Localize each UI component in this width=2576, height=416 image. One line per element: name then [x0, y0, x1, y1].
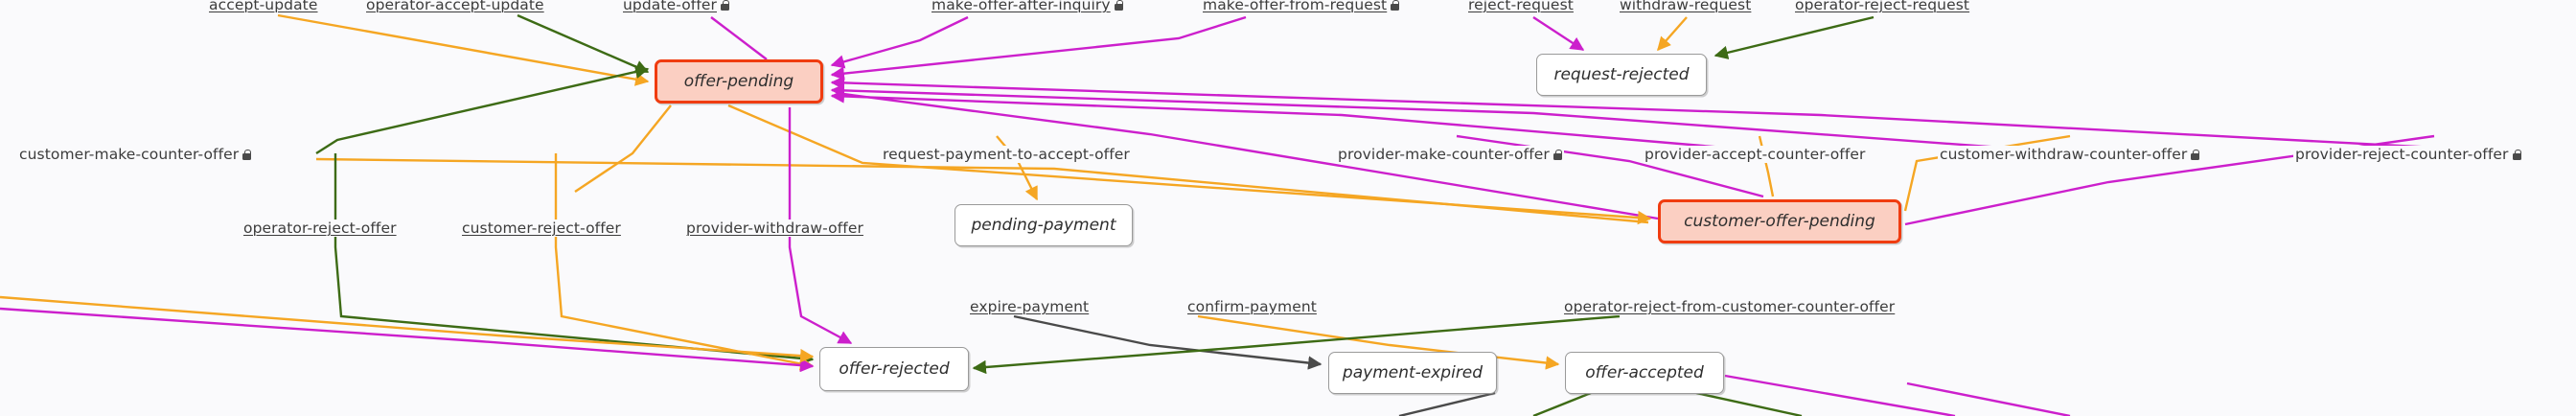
edge-label-make-offer-from-request[interactable]: make-offer-from-request	[1201, 0, 1402, 13]
lock-icon	[1391, 0, 1400, 11]
state-label: request-rejected	[1553, 65, 1690, 84]
state-node-pending-payment[interactable]: pending-payment	[954, 204, 1133, 246]
edge-provider-make-counter-offer	[1456, 134, 1764, 198]
edge-customer-make-counter-offer	[315, 64, 650, 155]
lock-icon	[2191, 150, 2200, 160]
state-label: payment-expired	[1342, 363, 1484, 382]
lock-icon	[2512, 150, 2521, 160]
edge-reject-request	[1532, 15, 1585, 52]
edge-offer-accepted-out-green2	[1532, 391, 1592, 416]
edge-operator-reject-from-customer-counter-offer	[972, 314, 1621, 375]
state-node-offer-accepted[interactable]: offer-accepted	[1565, 352, 1724, 394]
state-node-offer-pending[interactable]: offer-pending	[655, 59, 823, 104]
edge-withdraw-request	[1657, 16, 1688, 52]
state-node-request-rejected[interactable]: request-rejected	[1536, 54, 1707, 96]
lock-icon	[721, 0, 729, 11]
edge-far-left-orange	[0, 295, 815, 363]
edge-customer-reject-offer	[554, 153, 815, 371]
edge-operator-reject-offer	[334, 153, 815, 365]
edge-label-confirm-payment[interactable]: confirm-payment	[1185, 298, 1319, 315]
edge-label-reject-request[interactable]: reject-request	[1466, 0, 1576, 13]
edge-customer-withdraw-counter-offer	[1903, 134, 2071, 212]
edge-label-provider-reject-counter-offer[interactable]: provider-reject-counter-offer	[2293, 146, 2523, 163]
edge-counter-offer-return-3	[830, 89, 1793, 155]
edge-expire-payment	[1013, 314, 1322, 370]
state-label: pending-payment	[971, 216, 1116, 235]
edge-label-expire-payment[interactable]: expire-payment	[968, 298, 1092, 315]
edge-make-offer-after-inquiry	[830, 15, 969, 69]
state-node-offer-rejected[interactable]: offer-rejected	[819, 347, 969, 391]
edge-label-customer-withdraw-counter-offer[interactable]: customer-withdraw-counter-offer	[1938, 146, 2202, 163]
state-node-payment-expired[interactable]: payment-expired	[1328, 352, 1497, 394]
edge-provider-withdraw-offer	[788, 107, 853, 345]
edge-make-offer-from-request	[830, 15, 1247, 81]
edge-operator-accept-update	[517, 13, 650, 74]
lock-icon	[1114, 0, 1123, 11]
edge-counter-offer-return-1	[830, 76, 2454, 150]
edge-label-make-offer-after-inquiry[interactable]: make-offer-after-inquiry	[930, 0, 1125, 13]
lock-icon	[1552, 150, 1562, 160]
edge-label-accept-update[interactable]: accept-update	[207, 0, 320, 13]
edge-payment-expired-out-gray	[1398, 391, 1496, 416]
state-label: offer-rejected	[839, 359, 950, 379]
edge-offer-accepted-out-magenta	[1724, 374, 1956, 416]
edge-counter-offer-return-2	[830, 83, 2081, 155]
edge-label-operator-accept-update[interactable]: operator-accept-update	[364, 0, 546, 13]
edge-label-provider-withdraw-offer[interactable]: provider-withdraw-offer	[684, 220, 865, 237]
edge-offer-accepted-out-green	[1695, 391, 1803, 416]
edge-label-request-payment-to-accept-offer[interactable]: request-payment-to-accept-offer	[881, 146, 1132, 163]
state-label: customer-offer-pending	[1684, 212, 1875, 231]
edge-label-provider-make-counter-offer[interactable]: provider-make-counter-offer	[1336, 146, 1564, 163]
edge-to-customer-offer-pending	[727, 104, 1652, 225]
state-label: offer-accepted	[1585, 363, 1704, 382]
edge-offer-pending-down-magenta	[1906, 381, 2071, 416]
edge-label-withdraw-request[interactable]: withdraw-request	[1618, 0, 1754, 13]
edge-operator-reject-request	[1714, 15, 1874, 59]
edge-label-customer-make-counter-offer[interactable]: customer-make-counter-offer	[17, 146, 254, 163]
edge-label-operator-reject-request[interactable]: operator-reject-request	[1793, 0, 1972, 13]
state-node-customer-offer-pending[interactable]: customer-offer-pending	[1658, 199, 1901, 243]
edge-label-customer-reject-offer[interactable]: customer-reject-offer	[460, 220, 623, 237]
edge-confirm-payment	[1197, 314, 1560, 370]
edge-customer-make-counter-offer-back	[842, 92, 1659, 220]
state-label: offer-pending	[683, 72, 794, 91]
edge-label-operator-reject-offer[interactable]: operator-reject-offer	[242, 220, 399, 237]
edge-far-left-magenta	[0, 307, 815, 373]
edge-accept-update	[277, 13, 650, 86]
lock-icon	[242, 150, 252, 160]
edge-label-update-offer[interactable]: update-offer	[621, 0, 731, 13]
edge-update-offer	[710, 16, 768, 60]
edge-label-provider-accept-counter-offer[interactable]: provider-accept-counter-offer	[1643, 146, 1868, 163]
edge-label-operator-reject-from-customer-counter-offer[interactable]: operator-reject-from-customer-counter-of…	[1562, 298, 1898, 315]
edge-request-payment-orange	[574, 104, 672, 193]
